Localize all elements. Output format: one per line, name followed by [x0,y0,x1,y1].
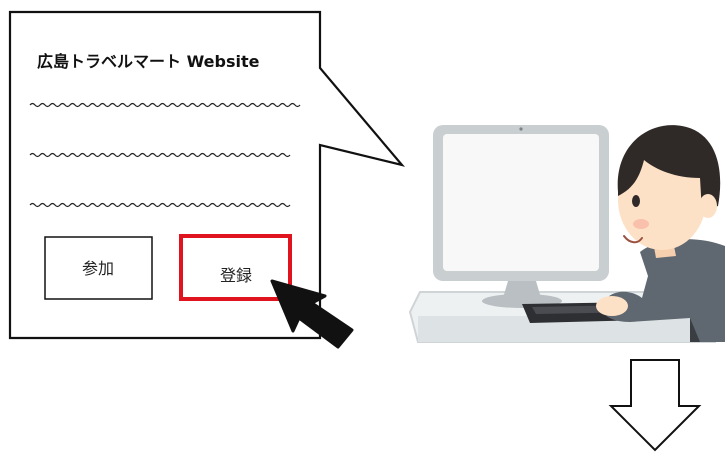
website-title: 広島トラベルマート Website [37,52,260,71]
register-button-label[interactable]: 登録 [220,266,252,285]
person-hand [596,296,628,316]
speech-bubble: 広島トラベルマート Website 参加 登録 [8,10,406,340]
join-button[interactable]: 参加 [44,236,153,300]
person-body [602,239,725,342]
person-at-computer-illustration [408,125,725,343]
mouse-pointer-arrow-icon [270,279,354,349]
placeholder-text-line-3 [29,202,291,208]
register-button-highlight [179,234,292,301]
join-button-frame[interactable] [44,236,153,300]
down-arrow-icon [608,359,702,452]
placeholder-text-line-2 [29,152,291,158]
register-button[interactable]: 登録 [179,234,292,301]
person-head [617,125,721,250]
join-button-label[interactable]: 参加 [82,259,114,278]
desk-front [418,316,715,342]
placeholder-text-line-1 [29,102,301,108]
monitor [433,125,609,308]
